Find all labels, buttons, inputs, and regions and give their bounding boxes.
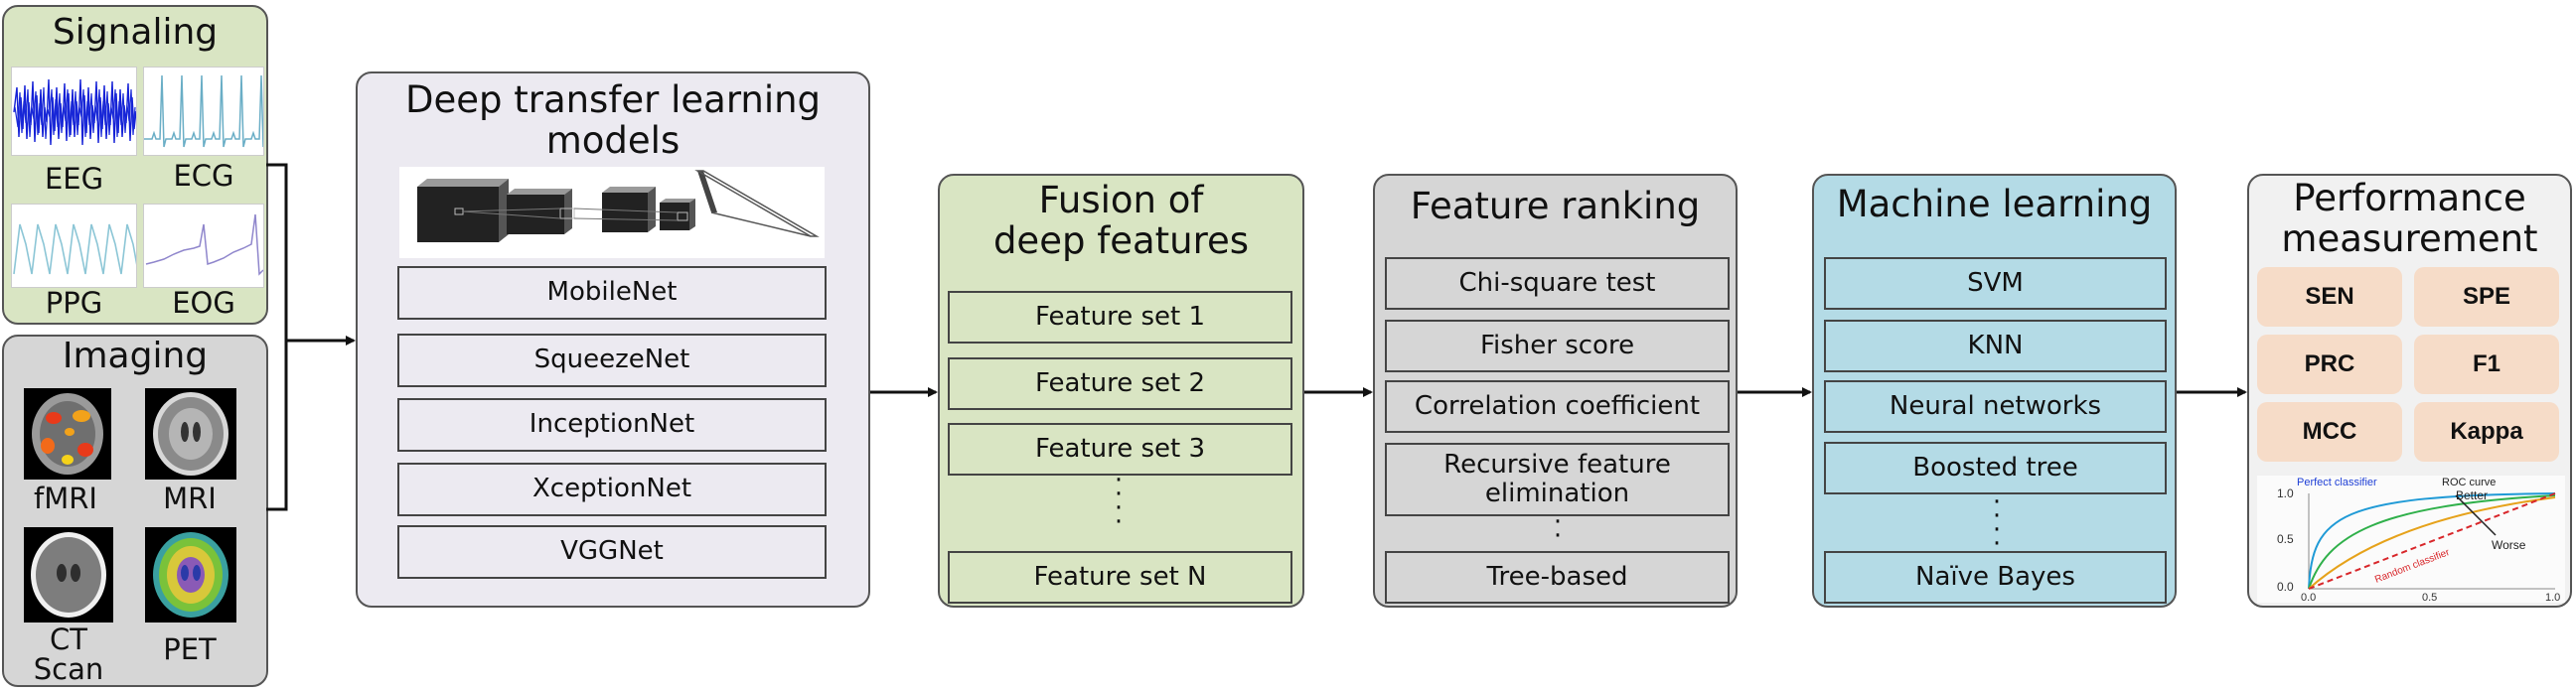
cnn-architecture-diagram: [399, 167, 825, 258]
transfer-model-item: XceptionNet: [397, 463, 827, 516]
input-bracket: [266, 163, 288, 511]
metric-badge: Kappa: [2414, 402, 2559, 462]
signal-label-ecg: ECG: [173, 159, 234, 193]
machine-learning-panel: Machine learning SVM KNN Neural networks…: [1812, 174, 2177, 608]
feature-set-item: Feature set 2: [948, 357, 1292, 410]
roc-ytick: 0.5: [2277, 532, 2294, 546]
roc-xtick: 0.5: [2422, 592, 2437, 603]
machine-learning-title: Machine learning: [1836, 183, 2153, 225]
feature-ranking-panel: Feature ranking Chi-square test Fisher s…: [1373, 174, 1738, 608]
signal-label-eog: EOG: [172, 286, 235, 320]
cnn-layers-icon: [417, 170, 820, 242]
ranking-method-item: Tree-based: [1385, 551, 1730, 604]
pet-brain-icon: [153, 532, 228, 618]
ml-model-item: Neural networks: [1824, 380, 2167, 433]
ranking-ellipsis: ··: [1553, 507, 1563, 551]
ranking-method-item: Recursive feature elimination: [1385, 443, 1730, 516]
fusion-ellipsis: ····: [1114, 466, 1124, 537]
eog-waveform-icon: [145, 213, 263, 276]
imaging-label-ct-scan: CT Scan: [33, 623, 104, 687]
roc-curve-plot: 1.0 0.5 0.0 0.0 0.5 1.0 Perfect classifi…: [2257, 476, 2565, 603]
signal-label-eeg: EEG: [44, 162, 104, 196]
ecg-waveform-icon: [144, 74, 263, 148]
transfer-model-item: VGGNet: [397, 525, 827, 579]
ppg-waveform-icon: [13, 223, 136, 275]
transfer-model-item: SqueezeNet: [397, 334, 827, 387]
metric-badge: SEN: [2257, 267, 2402, 327]
ranking-method-item: Chi-square test: [1385, 257, 1730, 310]
ranking-method-item: Correlation coefficient: [1385, 380, 1730, 433]
feature-set-item: Feature set N: [948, 551, 1292, 604]
pet-thumbnail: [145, 527, 236, 623]
metric-badge: SPE: [2414, 267, 2559, 327]
ct-thumbnail: [24, 527, 113, 623]
ml-model-item: KNN: [1824, 320, 2167, 372]
ml-ellipsis: ····: [1992, 487, 2002, 559]
roc-ytick: 0.0: [2277, 580, 2294, 594]
transfer-learning-panel: Deep transfer learning models: [356, 71, 870, 608]
roc-perfect-label: Perfect classifier: [2297, 477, 2377, 488]
imaging-title: Imaging: [62, 336, 209, 376]
signal-label-ppg: PPG: [45, 286, 103, 320]
eog-thumbnail: [143, 204, 264, 288]
ppg-thumbnail: [11, 204, 137, 288]
ecg-thumbnail: [143, 67, 264, 156]
imaging-label-pet: PET: [163, 632, 217, 666]
imaging-label-fmri: fMRI: [34, 482, 97, 515]
feature-set-item: Feature set 3: [948, 423, 1292, 476]
fusion-title: Fusion of deep features: [992, 179, 1250, 263]
fmri-thumbnail: [24, 388, 111, 480]
roc-better-label: Better: [2456, 488, 2488, 502]
ml-model-item: SVM: [1824, 257, 2167, 310]
roc-ytick: 1.0: [2277, 486, 2294, 500]
eeg-waveform-icon: [13, 78, 136, 146]
roc-title: ROC curve: [2442, 477, 2496, 488]
transfer-model-item: MobileNet: [397, 266, 827, 320]
feature-set-item: Feature set 1: [948, 291, 1292, 344]
roc-curve-figure: 1.0 0.5 0.0 0.0 0.5 1.0 Perfect classifi…: [2257, 476, 2565, 603]
mri-thumbnail: [145, 388, 236, 480]
transfer-learning-title: Deep transfer learning models: [404, 78, 822, 163]
ct-brain-icon: [31, 532, 106, 618]
metric-badge: MCC: [2257, 402, 2402, 462]
imaging-panel: Imaging fMRI MRI: [2, 335, 268, 687]
roc-worse-label: Worse: [2492, 538, 2526, 552]
fusion-panel: Fusion of deep features Feature set 1 Fe…: [938, 174, 1304, 608]
signaling-panel: Signaling EEG ECG PPG EOG: [2, 5, 268, 325]
roc-xtick: 1.0: [2545, 592, 2560, 603]
signaling-title: Signaling: [52, 12, 219, 53]
mri-brain-icon: [153, 392, 228, 476]
transfer-model-item: InceptionNet: [397, 398, 827, 452]
metric-badge: PRC: [2257, 335, 2402, 394]
roc-xtick: 0.0: [2301, 592, 2316, 603]
metric-badge: F1: [2414, 335, 2559, 394]
performance-title: Performance measurement: [2281, 177, 2538, 261]
ml-model-item: Naïve Bayes: [1824, 551, 2167, 604]
performance-panel: Performance measurement SEN SPE PRC F1 M…: [2247, 174, 2572, 608]
feature-ranking-title: Feature ranking: [1410, 185, 1701, 227]
ml-model-item: Boosted tree: [1824, 442, 2167, 494]
eeg-thumbnail: [11, 67, 137, 156]
ranking-method-item: Fisher score: [1385, 320, 1730, 372]
fmri-brain-icon: [32, 393, 103, 475]
imaging-label-mri: MRI: [163, 482, 217, 515]
